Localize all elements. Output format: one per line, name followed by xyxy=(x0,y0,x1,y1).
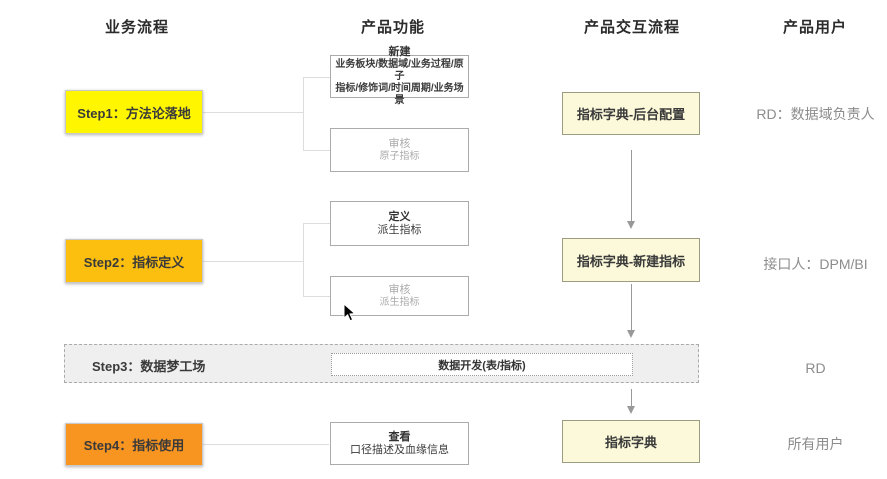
function-box-view: 查看 口径描述及血缘信息 xyxy=(330,422,469,465)
step1-box: Step1：方法论落地 xyxy=(65,90,203,134)
interaction-box-backend-config: 指标字典-后台配置 xyxy=(562,92,700,135)
create-line2: 指标/修饰词/时间周期/业务场景 xyxy=(335,83,464,106)
data-dev-box: 数据开发(表/指标) xyxy=(331,353,633,376)
user-label-step2: 接口人：DPM/BI xyxy=(763,256,868,272)
create-line1: 业务板块/数据域/业务过程/原子 xyxy=(335,59,464,82)
step2-box: Step2：指标定义 xyxy=(65,239,203,283)
connector-step4-main xyxy=(203,444,329,445)
connector-step2-to-review xyxy=(303,296,330,297)
function-box-create: 新建 业务板块/数据域/业务过程/原子 指标/修饰词/时间周期/业务场景 xyxy=(330,46,469,106)
review-atomic-line1: 原子指标 xyxy=(379,150,420,162)
connector-step1-to-create xyxy=(303,77,330,78)
connector-step2-vertical xyxy=(303,223,304,297)
column-header-product-features: 产品功能 xyxy=(360,19,425,36)
function-box-define: 定义 派生指标 xyxy=(330,201,469,246)
define-line1: 派生指标 xyxy=(377,224,422,236)
review-derived-title: 审核 xyxy=(388,283,411,296)
arrow1-line xyxy=(631,150,632,222)
view-line1: 口径描述及血缘信息 xyxy=(350,444,449,456)
review-atomic-title: 审核 xyxy=(388,137,411,150)
arrow3-head-icon xyxy=(627,406,635,414)
arrow1-head-icon xyxy=(627,221,635,229)
column-header-business-process: 业务流程 xyxy=(104,19,169,36)
column-header-product-users: 产品用户 xyxy=(782,19,847,36)
connector-step1-main xyxy=(203,112,303,113)
mouse-cursor-icon xyxy=(343,303,357,322)
connector-step1-vertical xyxy=(303,77,304,151)
connector-step2-main xyxy=(203,261,303,262)
connector-step1-to-review xyxy=(303,150,330,151)
step4-box: Step4：指标使用 xyxy=(65,423,203,466)
column-header-interaction-flow: 产品交互流程 xyxy=(583,19,680,36)
create-title: 新建 xyxy=(388,46,411,58)
arrow2-line xyxy=(631,284,632,331)
interaction-box-dictionary: 指标字典 xyxy=(562,420,700,463)
connector-step2-to-define xyxy=(303,223,330,224)
step3-label: Step3：数据梦工场 xyxy=(92,359,206,374)
arrow2-head-icon xyxy=(627,330,635,338)
interaction-box-new-metric: 指标字典-新建指标 xyxy=(562,238,700,282)
arrow3-line xyxy=(631,389,632,407)
define-title: 定义 xyxy=(388,211,411,223)
function-box-review-atomic: 审核 原子指标 xyxy=(330,128,469,172)
review-derived-line1: 派生指标 xyxy=(379,296,420,308)
user-label-step3: RD xyxy=(805,360,826,376)
user-label-step4: 所有用户 xyxy=(787,436,844,452)
function-box-review-derived: 审核 派生指标 xyxy=(330,276,469,316)
user-label-step1: RD：数据域负责人 xyxy=(756,106,875,122)
view-title: 查看 xyxy=(388,431,411,443)
